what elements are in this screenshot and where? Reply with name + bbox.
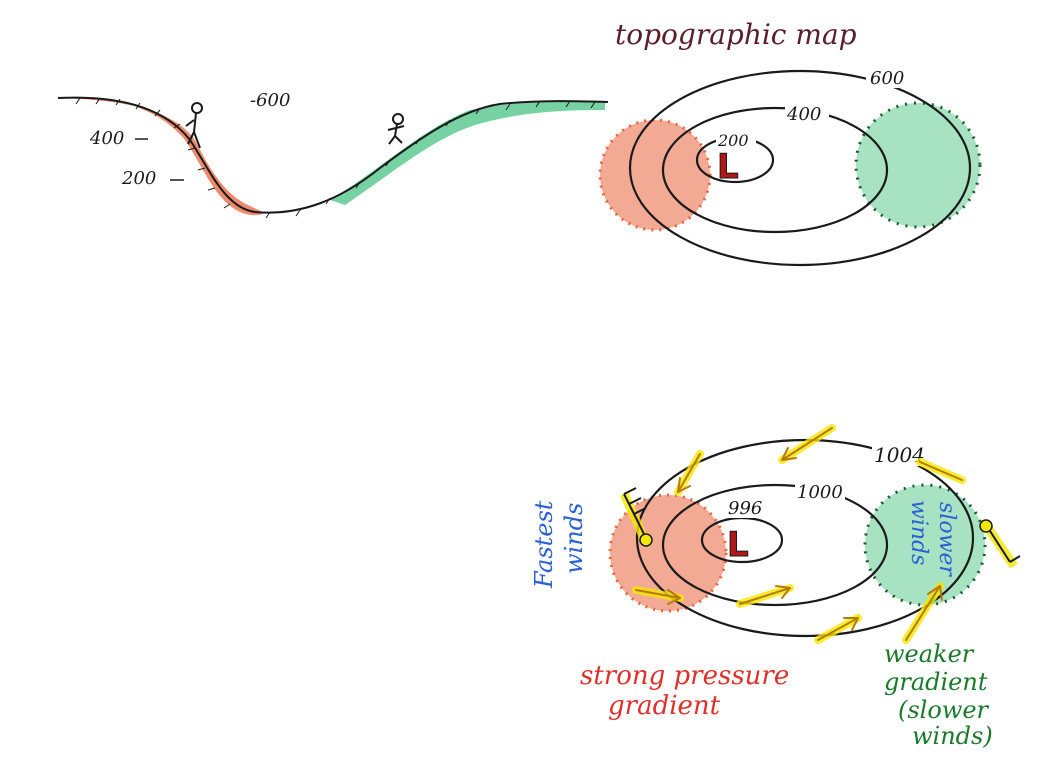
slower-winds-label-line1: slower — [934, 502, 959, 577]
contour-400 — [661, 106, 889, 234]
topo-red-zone-edge — [598, 118, 712, 232]
contour-600 — [628, 69, 972, 267]
wind-arrow-bottom — [814, 614, 862, 644]
contour-400-label: 400 — [786, 104, 821, 125]
elevation-label-200: 200 — [121, 168, 156, 189]
fastest-winds-label-line1: Fastest — [530, 500, 558, 589]
weaker-gradient-label-line2: gradient — [884, 668, 988, 696]
station-barb-fast — [619, 487, 653, 547]
contour-600-label-bg — [866, 64, 914, 88]
strong-gradient-red-edge — [608, 493, 728, 613]
strong-gradient-label-line1: strong pressure — [580, 661, 789, 691]
isobar-996-label-bg — [726, 494, 768, 518]
contour-600-label: 600 — [870, 68, 904, 89]
elevation-label-400: 400 — [89, 128, 124, 149]
hiker-steep-slope — [185, 102, 203, 149]
hiker-gentle-slope — [387, 113, 405, 145]
station-barb-slow — [979, 519, 1021, 569]
fastest-winds-label-line2: winds — [560, 503, 588, 574]
pressure-map: 1004 1000 996 L — [530, 424, 1021, 750]
strong-gradient-label-line2: gradient — [608, 691, 721, 721]
isobar-1000-label-bg — [795, 478, 845, 502]
hatching — [75, 97, 596, 219]
wind-arrows — [632, 424, 966, 644]
terrain-profile: -600 400 200 — [57, 90, 609, 219]
weak-gradient-green-edge — [863, 483, 987, 607]
contour-400-label-bg — [785, 100, 829, 124]
contour-200-label: 200 — [717, 131, 749, 150]
wind-arrow-inner-left — [632, 586, 684, 605]
topo-red-zone — [600, 120, 710, 230]
contour-200-label-bg — [716, 128, 756, 148]
terrain-line — [57, 96, 609, 214]
weaker-gradient-label-line4: winds) — [912, 722, 993, 750]
weaker-gradient-label-line3: (slower — [898, 696, 990, 724]
wind-arrow-top-left — [674, 450, 704, 496]
topo-low-center: L — [717, 147, 739, 187]
weaker-gradient-label-line1: weaker — [884, 640, 975, 668]
isobar-1000-label: 1000 — [797, 482, 843, 503]
wind-arrow-inner-center — [736, 584, 794, 608]
isobar-996-label: 996 — [728, 498, 762, 519]
topo-green-zone-edge — [854, 101, 982, 229]
wind-arrow-top-right — [916, 458, 966, 484]
isobar-1000 — [661, 483, 889, 607]
weak-gradient-green-zone — [865, 485, 985, 605]
isobar-1004 — [635, 438, 975, 638]
topographic-map: topographic map 600 400 200 L — [598, 18, 982, 267]
elevation-label-600: -600 — [250, 90, 290, 111]
topo-green-zone — [856, 103, 980, 227]
slower-winds-label-line2: winds — [906, 500, 931, 565]
topo-map-title: topographic map — [615, 18, 857, 51]
profile-red-shading — [60, 97, 265, 216]
wind-arrow-green-zone — [902, 582, 944, 644]
profile-green-shading — [330, 101, 605, 205]
pressure-low-center: L — [727, 525, 749, 565]
wind-arrow-top — [778, 424, 836, 464]
